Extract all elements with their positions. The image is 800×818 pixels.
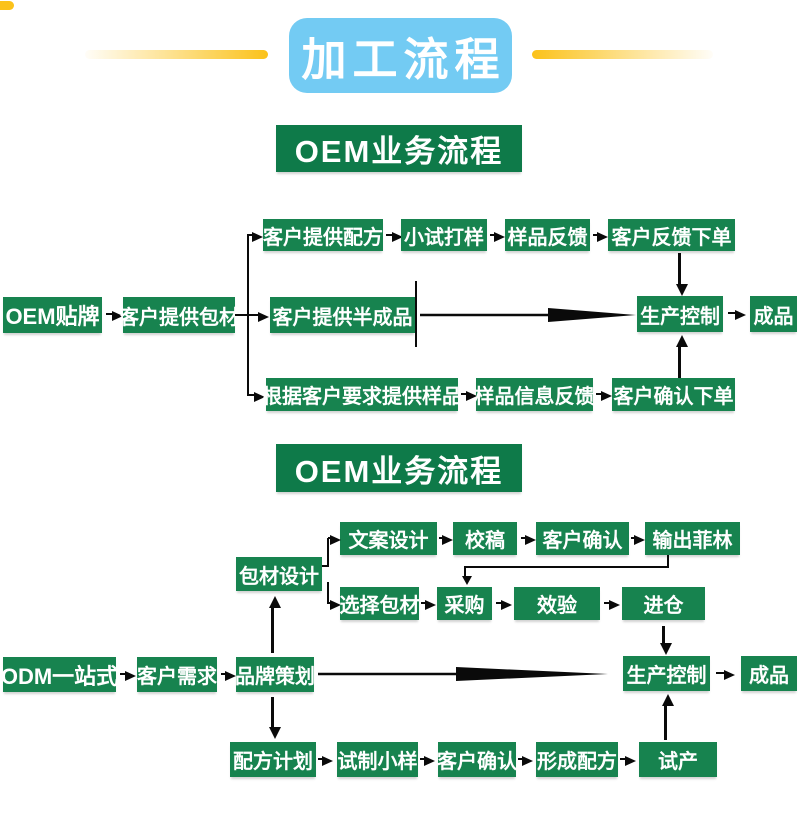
arrow-down xyxy=(660,626,673,655)
feedback-connector xyxy=(667,555,669,568)
arrow-right xyxy=(620,755,636,766)
node-production-control-2: 生产控制 xyxy=(623,656,710,691)
arrow-right xyxy=(248,231,263,242)
node-sample-info-feedback: 样品信息反馈 xyxy=(475,378,595,411)
arrow-right xyxy=(596,390,612,401)
title-left-accent-line xyxy=(85,50,268,59)
node-customer-confirmation: 客户确认 xyxy=(536,522,629,555)
title-right-accent-line xyxy=(532,50,713,59)
page-title: 加工流程 xyxy=(289,18,512,93)
node-formula-planning: 配方计划 xyxy=(230,742,316,777)
node-formula-formation: 形成配方 xyxy=(536,742,618,777)
node-copy-design: 文案设计 xyxy=(340,522,437,555)
node-packaging-selection: 选择包材 xyxy=(340,587,420,620)
arrow-up xyxy=(676,335,689,378)
arrow-down xyxy=(269,697,282,739)
arrow-right xyxy=(439,534,453,545)
node-customer-needs: 客户需求 xyxy=(137,657,217,692)
node-finished-product-2: 成品 xyxy=(741,656,797,691)
node-inspection: 效验 xyxy=(514,587,600,620)
node-film-output: 输出菲林 xyxy=(645,522,740,555)
arrow-right xyxy=(593,231,608,242)
node-provide-samples-per-requirements: 根据客户要求提供样品 xyxy=(262,378,462,411)
arrow-right xyxy=(248,391,265,402)
connector-segment xyxy=(327,582,329,604)
node-proofreading: 校稿 xyxy=(453,522,517,555)
node-trial-small-sample: 试制小样 xyxy=(337,742,418,777)
node-customer-confirm-order: 客户确认下单 xyxy=(612,378,735,411)
feedback-connector xyxy=(464,566,669,568)
node-sample-feedback: 样品反馈 xyxy=(505,219,590,251)
node-small-trial-sample: 小试打样 xyxy=(401,219,487,251)
arrow-right xyxy=(328,534,341,545)
arrow-right xyxy=(521,534,536,545)
arrow-up xyxy=(269,596,282,653)
arrow-right xyxy=(716,669,735,680)
arrow-right xyxy=(386,231,403,242)
arrow-right xyxy=(604,599,620,610)
arrow-right xyxy=(728,309,746,320)
node-brand-planning: 品牌策划 xyxy=(235,657,315,692)
node-customer-provides-packaging: 客户提供包材 xyxy=(119,297,239,333)
arrow-right xyxy=(461,390,477,401)
arrow-right xyxy=(490,231,505,242)
node-packaging-design: 包材设计 xyxy=(236,557,322,591)
long-arrow xyxy=(420,308,636,322)
node-finished-product: 成品 xyxy=(750,296,797,332)
long-arrow-tail-bar xyxy=(415,281,417,347)
arrow-right xyxy=(518,755,533,766)
arrow-right xyxy=(120,670,136,681)
arrow-right xyxy=(106,310,123,321)
node-warehousing: 进仓 xyxy=(622,587,705,620)
arrow-right xyxy=(221,670,236,681)
arrow-right xyxy=(496,599,512,610)
node-oem-branding: OEM贴牌 xyxy=(3,297,102,333)
node-odm-one-stop: ODM一站式 xyxy=(1,657,118,692)
connector-segment xyxy=(235,314,248,316)
arrow-down xyxy=(462,567,473,585)
node-customer-provides-semifinished: 客户提供半成品 xyxy=(270,297,415,333)
corner-accent-dash xyxy=(0,1,14,10)
node-customer-feedback-order: 客户反馈下单 xyxy=(608,219,735,251)
arrow-right xyxy=(420,755,435,766)
arrow-right xyxy=(248,311,269,322)
arrow-down xyxy=(676,253,689,296)
node-customer-provides-formula: 客户提供配方 xyxy=(263,219,383,251)
flow2-header: OEM业务流程 xyxy=(276,444,522,492)
arrow-right xyxy=(421,599,436,610)
connector-segment xyxy=(322,565,329,567)
node-production-control: 生产控制 xyxy=(637,296,723,332)
node-customer-confirmation-2: 客户确认 xyxy=(437,742,517,777)
long-arrow xyxy=(318,667,608,681)
arrow-up xyxy=(662,694,675,740)
node-purchasing: 采购 xyxy=(437,587,492,620)
flow1-header: OEM业务流程 xyxy=(276,125,522,172)
connector-segment xyxy=(327,538,329,567)
arrow-right xyxy=(631,534,645,545)
arrow-right xyxy=(328,599,341,610)
arrow-right xyxy=(318,755,333,766)
node-trial-production: 试产 xyxy=(639,742,717,777)
